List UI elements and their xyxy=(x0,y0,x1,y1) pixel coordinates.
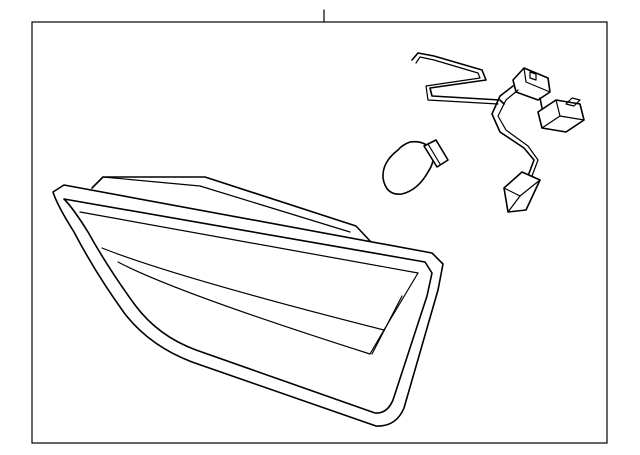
harness-wire-link xyxy=(539,97,543,109)
lamp-band-lower xyxy=(117,261,371,355)
lamp-band-lower-end xyxy=(369,329,385,355)
harness-wire-down-inner xyxy=(497,89,539,177)
tail-lamp-housing xyxy=(52,176,444,427)
harness-connector-upper-face xyxy=(523,67,551,93)
harness-connector-right-edge xyxy=(541,115,561,129)
lamp-lens-inner xyxy=(63,198,433,414)
bulb-base-line xyxy=(427,143,441,165)
lamp-band-lower-edge xyxy=(371,295,403,355)
lamp-back-shell xyxy=(91,176,373,244)
harness-connector-upper-latch xyxy=(529,71,537,81)
lamp-band-middle xyxy=(101,247,385,331)
lamp-band-top xyxy=(79,211,419,274)
bulb xyxy=(382,139,449,195)
bulb-glass xyxy=(382,140,435,195)
harness-wire-loop-inner xyxy=(415,56,499,105)
harness-wire-loop xyxy=(411,52,505,105)
harness-connector-right-latch xyxy=(565,97,581,107)
lamp-back-shell-inner xyxy=(102,176,351,233)
harness-wire-down xyxy=(491,85,535,177)
harness-socket-edge xyxy=(507,195,521,213)
lamp-lens-outer xyxy=(52,184,444,427)
harness-socket xyxy=(503,171,541,213)
wiring-harness xyxy=(411,52,585,213)
